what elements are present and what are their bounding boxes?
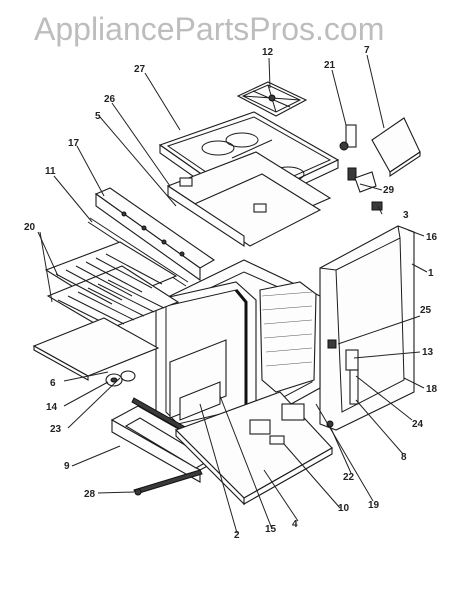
inner-panels [169,339,227,421]
callout-27: 27 [134,64,146,75]
callout-18: 18 [426,384,438,395]
burner-box [166,151,332,248]
cabinet-side-panel [319,225,415,431]
burner-tube [105,370,136,387]
callout-12: 12 [262,47,274,58]
oven-racks [44,241,180,331]
callout-13: 13 [422,347,434,358]
callout-11: 11 [45,166,56,177]
broiler-pan [32,317,160,381]
callout-3: 3 [403,210,409,221]
callout-16: 16 [426,232,438,243]
callout-17: 17 [68,138,80,149]
callout-labels: 12 27 21 7 26 5 17 11 20 29 3 16 1 25 13… [24,45,438,541]
callout-29: 29 [383,185,395,196]
callout-24: 24 [412,419,424,430]
leader-lines [37,54,428,534]
rear-panel [371,117,421,178]
callout-8: 8 [401,452,407,463]
callout-2: 2 [234,530,240,541]
base-panel [175,391,334,506]
burner-grate [236,81,308,117]
drawer-handle [133,469,203,496]
callout-20: 20 [24,222,36,233]
callout-5: 5 [95,111,101,122]
callout-9: 9 [64,461,70,472]
callout-23: 23 [50,424,62,435]
callout-19: 19 [368,500,380,511]
bracket-small [354,171,383,211]
callout-4: 4 [292,519,298,530]
callout-28: 28 [84,489,96,500]
callout-26: 26 [104,94,116,105]
callout-25: 25 [420,305,432,316]
callout-7: 7 [364,45,370,56]
callout-22: 22 [343,472,355,483]
valve-assembly [339,124,357,181]
callout-21: 21 [324,60,336,71]
callout-14: 14 [46,402,58,413]
callout-1: 1 [428,268,434,279]
watermark-text: AppliancePartsPros.com [34,11,384,47]
callout-6: 6 [50,378,56,389]
control-panel [94,187,216,282]
callout-15: 15 [265,524,277,535]
callout-10: 10 [338,503,350,514]
